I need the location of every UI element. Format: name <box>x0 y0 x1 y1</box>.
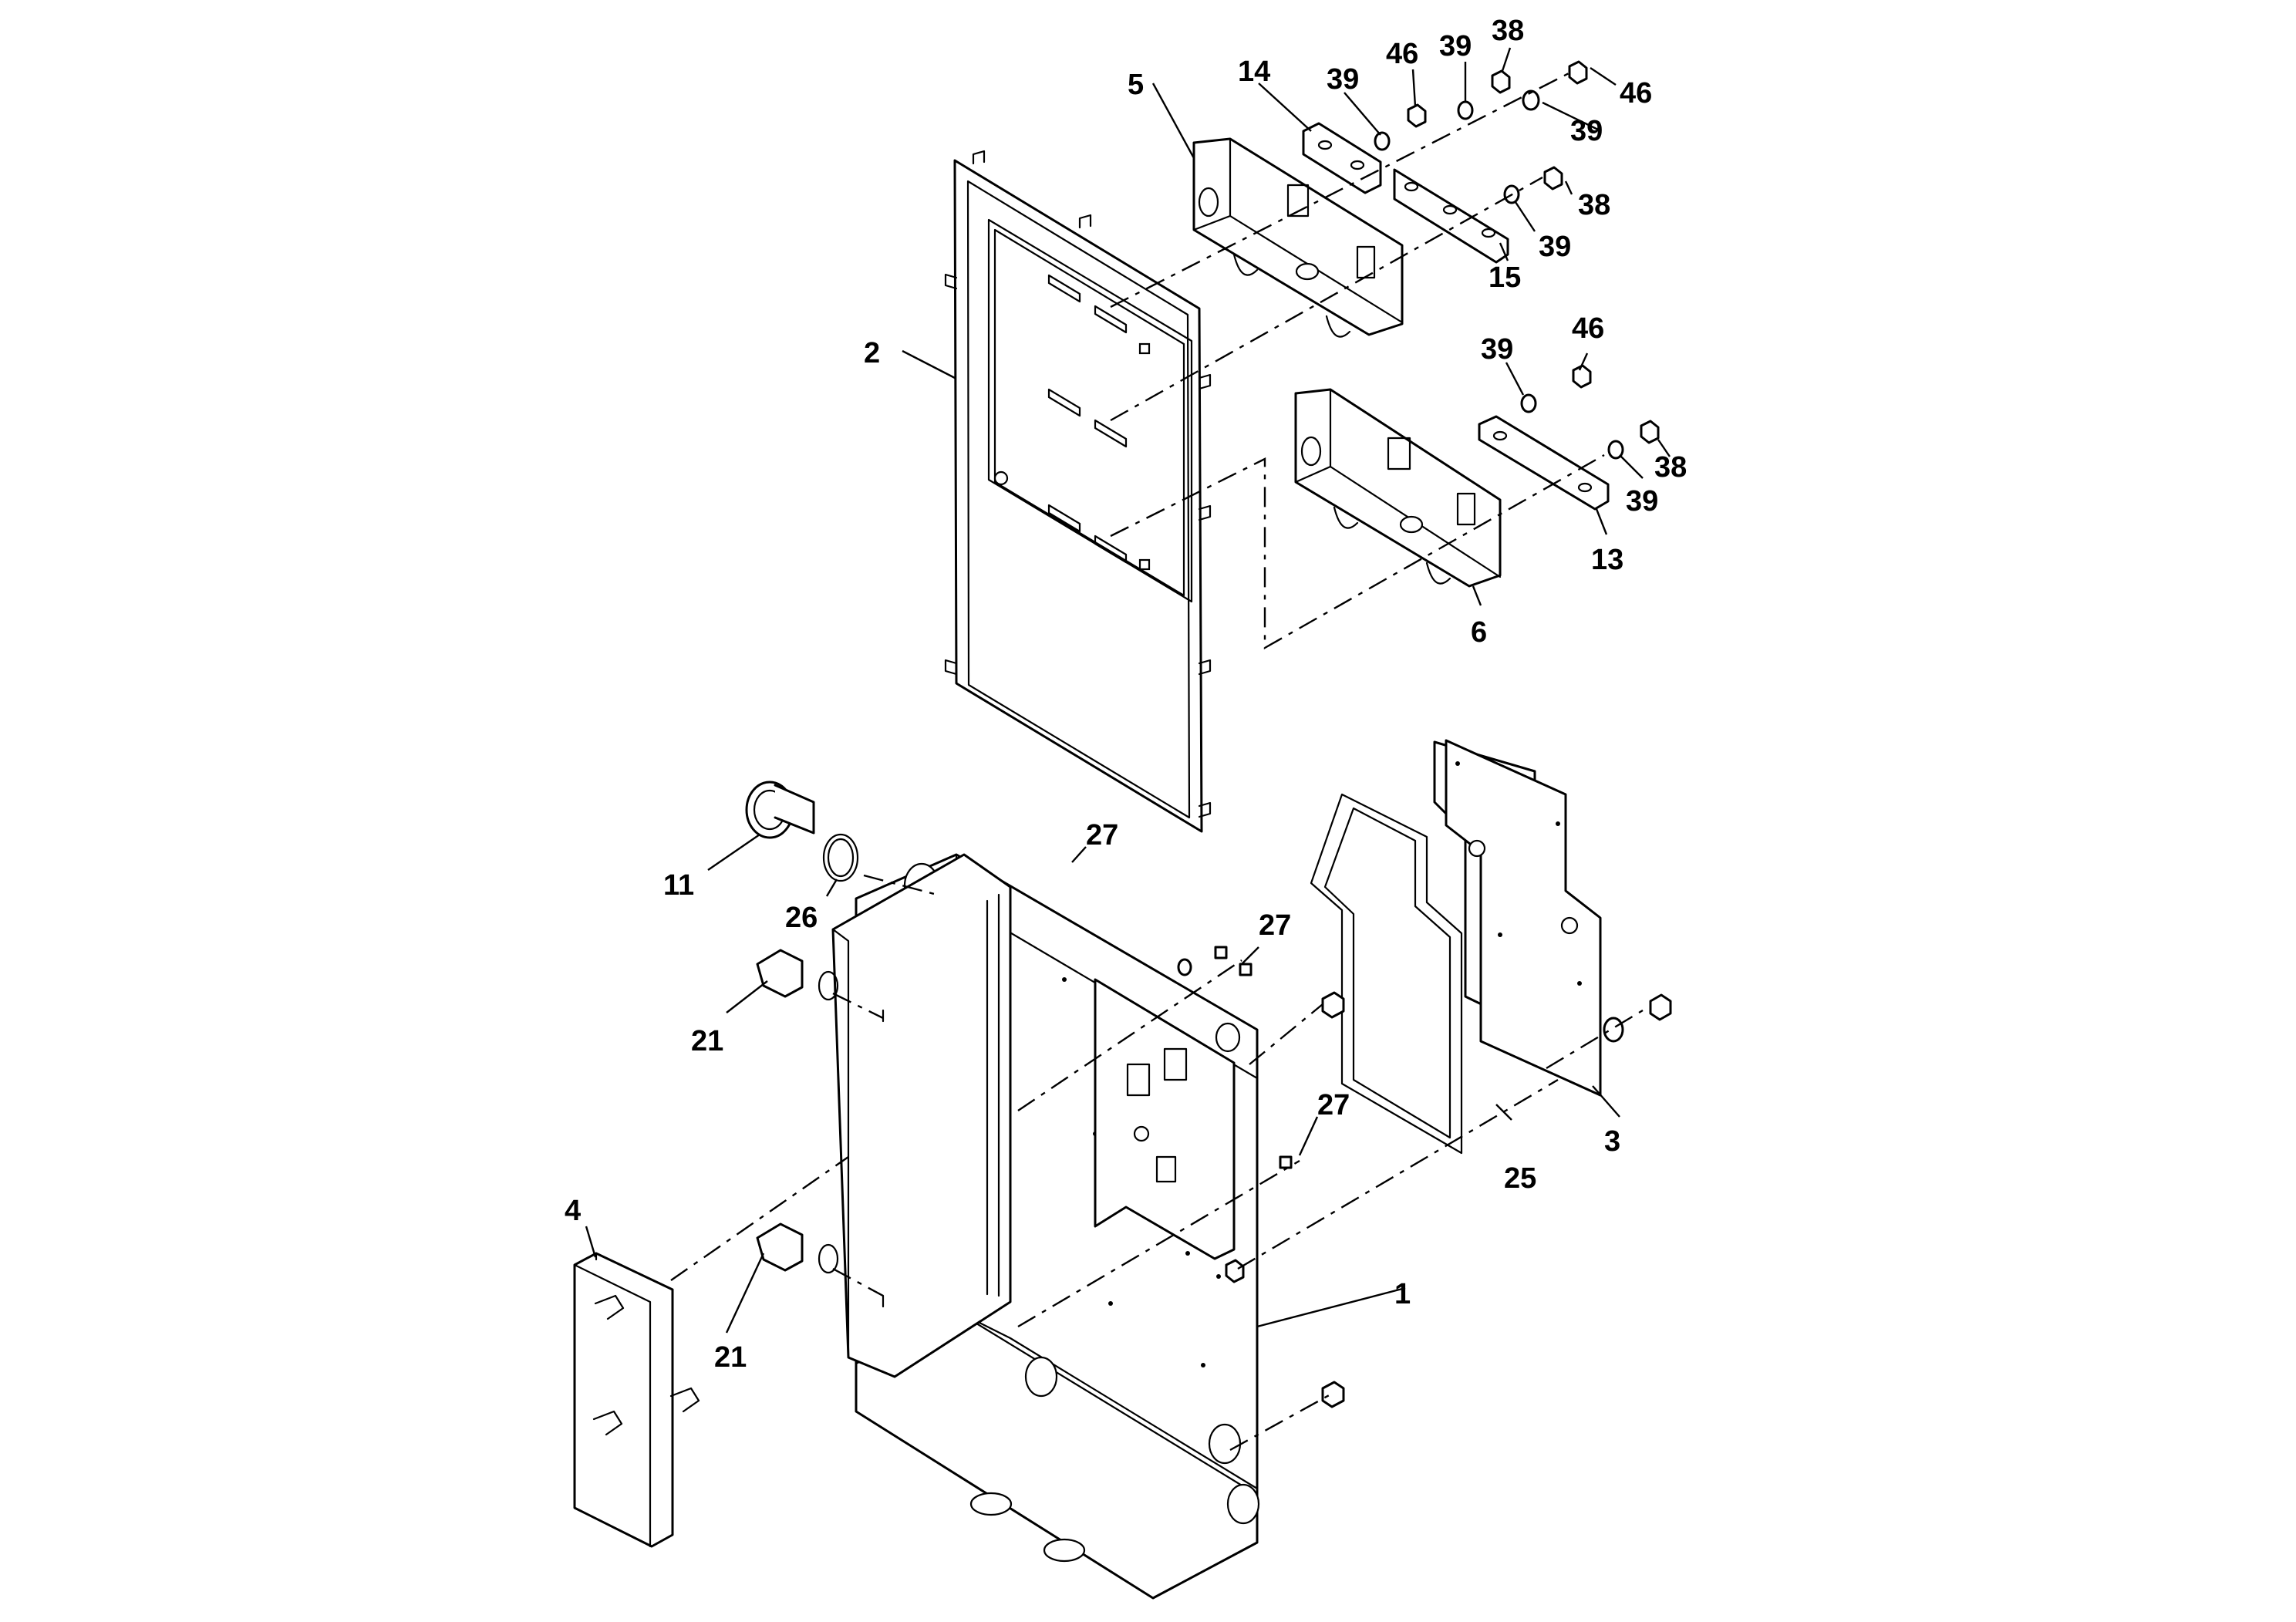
callout-38-a: 38 <box>1492 15 1524 47</box>
callout-14: 14 <box>1238 56 1270 88</box>
callout-15: 15 <box>1489 261 1521 294</box>
callout-27-a: 27 <box>1086 819 1118 851</box>
fasteners-enclosure <box>1177 946 1672 1408</box>
part-13-strap <box>1478 415 1610 511</box>
part-21-latch-upper <box>756 949 839 1001</box>
callout-6: 6 <box>1471 616 1487 649</box>
callout-13: 13 <box>1591 544 1623 576</box>
part-26-oring <box>822 833 859 882</box>
callout-2: 2 <box>864 337 880 369</box>
callout-38-b: 38 <box>1578 189 1610 221</box>
part-3-back-plate <box>1433 739 1602 1097</box>
fasteners-top <box>1374 60 1660 460</box>
part-11-indicator <box>745 781 815 839</box>
callout-21-a: 21 <box>691 1025 723 1057</box>
callout-46-a: 46 <box>1386 38 1418 70</box>
part-15-strap <box>1393 168 1509 264</box>
enclosure-door <box>831 853 1012 1378</box>
callout-3: 3 <box>1604 1125 1620 1158</box>
callout-5: 5 <box>1128 69 1144 101</box>
callout-39-f: 39 <box>1626 485 1658 518</box>
callout-27-c: 27 <box>1317 1089 1350 1121</box>
part-25-gasket <box>1310 793 1463 1155</box>
part-4-cover <box>573 1252 700 1548</box>
callout-labels: 5 14 39 46 39 38 46 39 38 39 15 2 39 46 … <box>565 15 1687 1374</box>
callout-11: 11 <box>663 869 694 902</box>
callout-1: 1 <box>1394 1278 1411 1310</box>
mounting-plate <box>1094 978 1236 1260</box>
callout-38-c: 38 <box>1654 451 1687 484</box>
assembly-lines-upper <box>1110 69 1605 650</box>
leader-lines <box>585 47 1671 1334</box>
assembly-lines-lower <box>670 874 1644 1452</box>
callout-46-b: 46 <box>1620 77 1652 110</box>
callout-46-c: 46 <box>1572 312 1604 345</box>
callout-26: 26 <box>785 902 818 934</box>
callout-21-b: 21 <box>714 1341 747 1374</box>
part-2-cover-panel <box>944 150 1212 833</box>
callout-39-b: 39 <box>1439 30 1472 62</box>
callout-25: 25 <box>1504 1162 1536 1195</box>
part-6-bracket-box <box>1294 388 1502 588</box>
callout-27-b: 27 <box>1259 909 1291 942</box>
callout-39-d: 39 <box>1539 231 1571 263</box>
callout-39-c: 39 <box>1570 115 1603 147</box>
callout-4: 4 <box>565 1195 581 1227</box>
callout-39-e: 39 <box>1481 333 1513 366</box>
callout-39-a: 39 <box>1327 63 1359 96</box>
part-21-latch-lower <box>756 1222 839 1274</box>
part-14-strap <box>1302 122 1382 194</box>
